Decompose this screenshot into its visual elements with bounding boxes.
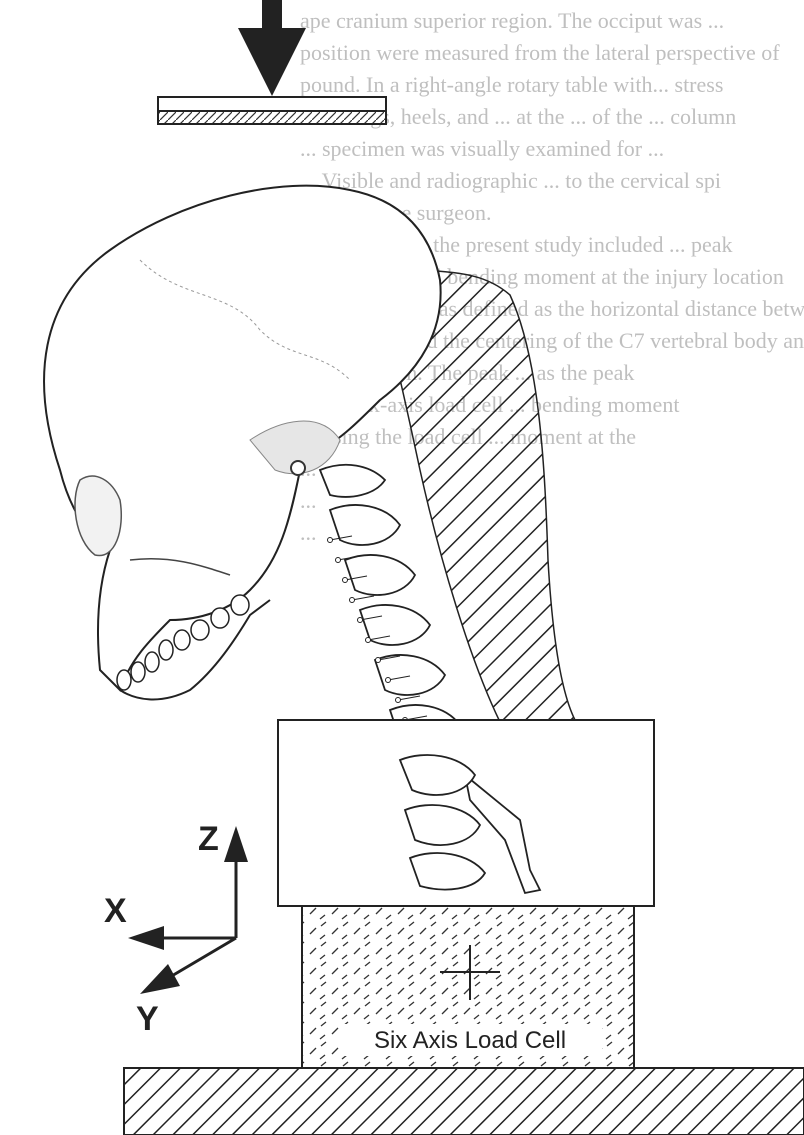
coordinate-axes: Z X Y xyxy=(104,820,248,1038)
y-axis-label: Y xyxy=(136,1000,159,1038)
load-arrow-shaft xyxy=(262,0,282,30)
ground-base xyxy=(124,1068,804,1135)
marker-bead xyxy=(343,578,348,583)
ear-canal xyxy=(291,461,305,475)
loading-platen-pad xyxy=(158,111,386,124)
marker-bead xyxy=(358,618,363,623)
marker-bead xyxy=(350,598,355,603)
marker-pin xyxy=(352,596,374,600)
vertebra-c3 xyxy=(345,555,415,595)
background-text-line: ... Visible and radiographic ... to the … xyxy=(300,168,721,193)
marker-bead xyxy=(328,538,333,543)
marker-bead xyxy=(396,698,401,703)
vertebra-c5 xyxy=(375,655,445,695)
background-text-line: ... xyxy=(300,488,317,513)
marker-bead xyxy=(376,658,381,663)
vertebra-c1 xyxy=(320,465,385,497)
loading-platen xyxy=(158,97,386,111)
z-arrow-icon xyxy=(224,826,248,862)
background-text-line: pound. In a right-angle rotary table wit… xyxy=(300,72,723,97)
y-arrow-icon xyxy=(140,964,180,994)
marker-pin xyxy=(398,696,420,700)
x-axis-label: X xyxy=(104,892,127,930)
marker-bead xyxy=(366,638,371,643)
background-text-line: ... specimen was visually examined for .… xyxy=(300,136,664,161)
background-text-line: ... xyxy=(300,520,317,545)
z-axis-label: Z xyxy=(198,820,219,858)
background-text-line: ape cranium superior region. The occiput… xyxy=(300,8,724,33)
marker-bead xyxy=(336,558,341,563)
marker-bead xyxy=(386,678,391,683)
load-cell-label: Six Axis Load Cell xyxy=(374,1027,566,1054)
vertebra-c2 xyxy=(330,505,400,545)
y-axis-line xyxy=(170,938,236,977)
background-text-line: position were measured from the lateral … xyxy=(300,40,780,65)
x-arrow-icon xyxy=(128,926,164,950)
down-arrow-icon xyxy=(238,28,306,96)
